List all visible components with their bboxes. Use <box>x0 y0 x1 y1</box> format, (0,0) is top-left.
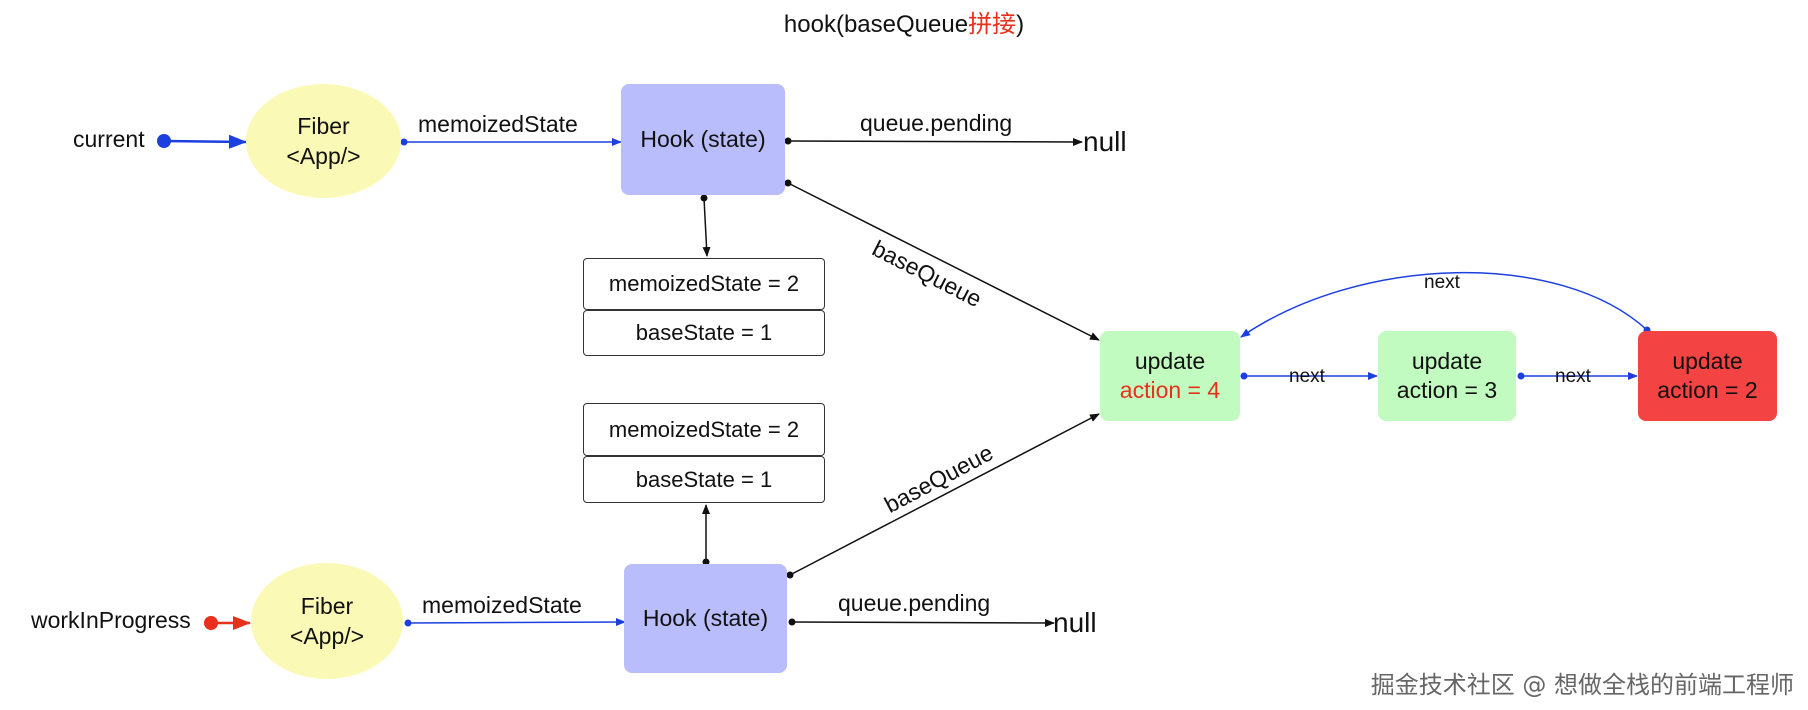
next-label-3-to-2: next <box>1555 366 1591 387</box>
next-arrow-4-to-3 <box>1240 372 1378 380</box>
title-highlight: 拼接 <box>968 11 1017 38</box>
wip-hook-label: Hook (state) <box>642 605 769 631</box>
wip-hook-node: Hook (state) <box>624 564 787 673</box>
update-action: action = 2 <box>1657 377 1758 403</box>
update-title: update <box>1672 348 1743 374</box>
wip-pointer-arrow <box>204 616 251 630</box>
current-queue-pending-arrow <box>784 137 1083 146</box>
current-fiber-node: Fiber <App/> <box>246 84 401 198</box>
wip-base-state-value: baseState = 1 <box>635 466 773 492</box>
update-node-action-2: update action = 2 <box>1638 331 1777 421</box>
wip-queue-pending-arrow <box>788 618 1055 627</box>
update-title: update <box>1411 348 1483 374</box>
current-memoized-state-arrow <box>400 138 622 146</box>
current-base-queue-arrow <box>784 179 1100 341</box>
wip-null-label: null <box>1053 607 1097 638</box>
watermark: 掘金技术社区 @ 想做全栈的前端工程师 <box>1370 671 1794 699</box>
wip-memoized-state-arrow <box>404 618 626 627</box>
current-memoized-state-value: memoizedState = 2 <box>608 271 800 296</box>
wip-label: workInProgress <box>31 607 191 633</box>
title-suffix: ) <box>1016 11 1025 38</box>
next-label-2-to-4: next <box>1424 272 1460 293</box>
update-title: update <box>1134 348 1206 374</box>
wip-fiber-line2: <App/> <box>289 623 365 649</box>
wip-fiber-node: Fiber <App/> <box>251 563 403 679</box>
current-fiber-line2: <App/> <box>286 143 361 169</box>
next-arrow-3-to-2 <box>1517 372 1638 380</box>
wip-memoized-state-label: memoizedState <box>422 592 582 618</box>
current-hook-node: Hook (state) <box>621 84 785 195</box>
wip-fiber-line1: Fiber <box>300 593 354 619</box>
update-action: action = 3 <box>1396 377 1498 403</box>
current-memoized-state-box: memoizedState = 2 <box>583 258 825 310</box>
current-hook-state-arrow <box>700 194 711 257</box>
current-base-state-box: baseState = 1 <box>583 310 825 356</box>
wip-memoized-state-box: memoizedState = 2 <box>583 403 825 456</box>
wip-hook-state-arrow <box>702 504 710 566</box>
current-label: current <box>73 126 145 152</box>
wip-base-queue-arrow <box>786 413 1100 579</box>
title-prefix: hook(baseQueue <box>783 11 969 38</box>
wip-base-state-box: baseState = 1 <box>583 456 825 503</box>
current-fiber-line1: Fiber <box>297 113 350 139</box>
current-base-state-value: baseState = 1 <box>635 320 773 345</box>
wip-memoized-state-value: memoizedState = 2 <box>608 416 800 442</box>
diagram-title: hook(baseQueue拼接) <box>0 4 1808 39</box>
wip-queue-pending-label: queue.pending <box>838 590 991 616</box>
current-null-label: null <box>1083 126 1127 157</box>
current-pointer-arrow <box>157 134 247 149</box>
current-queue-pending-label: queue.pending <box>860 110 1013 136</box>
next-label-4-to-3: next <box>1289 366 1325 387</box>
current-memoized-state-label: memoizedState <box>418 111 578 137</box>
current-hook-label: Hook (state) <box>640 126 766 152</box>
update-node-action-3: update action = 3 <box>1378 331 1516 421</box>
update-node-action-4: update action = 4 <box>1100 331 1240 421</box>
update-action: action = 4 <box>1119 377 1221 403</box>
